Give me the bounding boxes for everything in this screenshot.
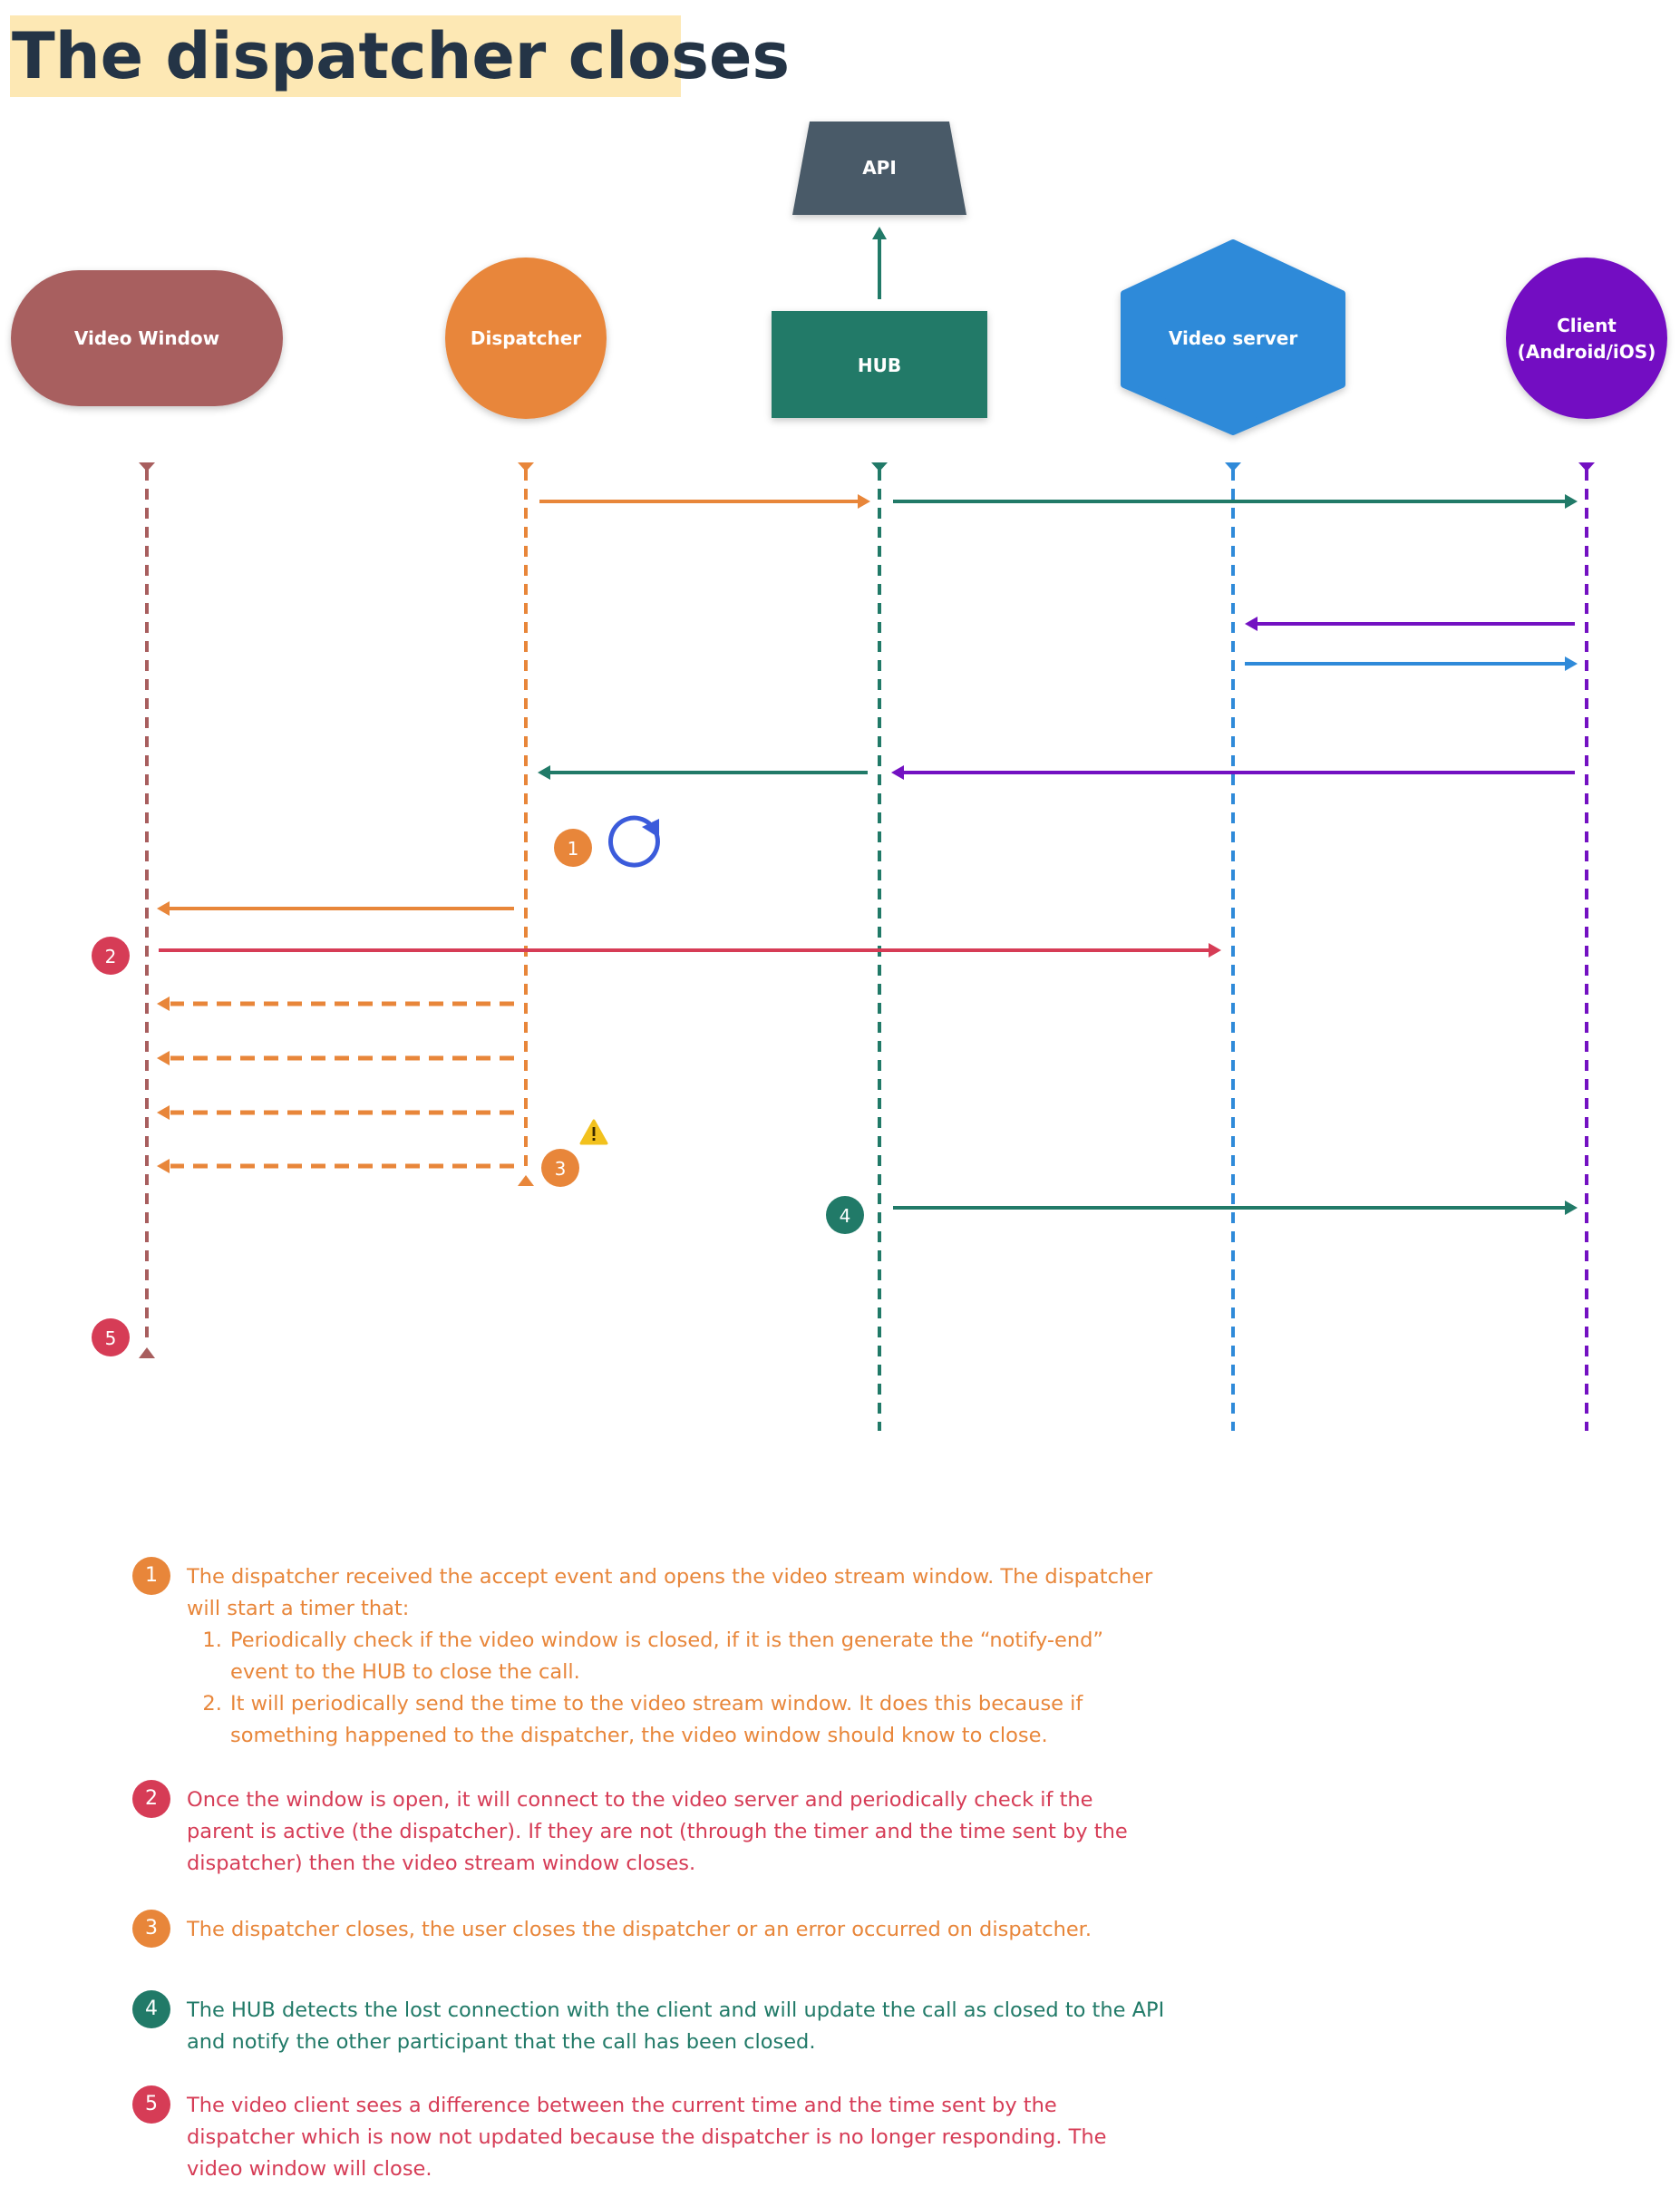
note-paragraph: The dispatcher received the accept event… [187, 1565, 1153, 1620]
video-window-label: Video Window [74, 327, 219, 349]
message-hub-to-dispatcher [538, 765, 868, 780]
refresh-icon [607, 815, 660, 868]
participant-dispatcher: Dispatcher [445, 258, 607, 419]
marker-1: 1 [554, 829, 592, 867]
marker-4: 4 [826, 1196, 864, 1234]
message-client-to-video-server [1245, 617, 1575, 631]
video-server-shape [1121, 239, 1345, 435]
client-label-line1: Client [1557, 315, 1617, 336]
note-badge: 2 [132, 1780, 170, 1818]
title-highlight: The dispatcher closes [10, 15, 790, 97]
hub-shape [772, 311, 987, 418]
note-badge: 1 [132, 1557, 170, 1595]
svg-text:2: 2 [105, 946, 117, 967]
client-shape [1506, 258, 1667, 419]
message-time-sync-1 [157, 996, 514, 1011]
lifeline-dispatcher [518, 462, 534, 1186]
svg-text:3: 3 [555, 1158, 567, 1180]
participant-hub: HUB [772, 311, 987, 418]
message-time-sync-4 [157, 1159, 514, 1173]
api-label: API [862, 157, 897, 179]
lifeline-video-window [139, 462, 155, 1358]
note-badge: 3 [132, 1910, 170, 1948]
note-text: The dispatcher closes, the user closes t… [187, 1918, 1092, 1941]
message-time-sync-2 [157, 1051, 514, 1065]
video-window-shape [11, 270, 283, 406]
svg-text:5: 5 [105, 1327, 117, 1349]
video-server-label: Video server [1169, 327, 1298, 349]
hub-to-api-arrow [872, 227, 887, 299]
svg-text:4: 4 [840, 1205, 851, 1227]
message-hub-to-client [893, 494, 1578, 509]
message-dispatcher-to-video-window [157, 901, 514, 916]
marker-3: 3 [541, 1149, 579, 1187]
message-video-server-to-client [1245, 656, 1578, 671]
note-badge: 4 [132, 1990, 170, 2028]
note-text: Once the window is open, it will connect… [187, 1788, 1128, 1875]
note-text: The dispatcher received the accept event… [187, 1561, 1166, 1752]
participant-api: API [792, 122, 966, 215]
note-list-item: Periodically check if the video window i… [228, 1625, 1166, 1688]
svg-text:1: 1 [568, 838, 579, 860]
note-list-item: It will periodically send the time to th… [228, 1688, 1166, 1752]
note-badge: 5 [132, 2085, 170, 2124]
participant-video-server: Video server [1121, 239, 1345, 435]
dispatcher-label: Dispatcher [471, 327, 581, 349]
message-video-window-to-video-server [159, 943, 1221, 958]
warning-icon [579, 1119, 608, 1145]
hub-label: HUB [858, 355, 901, 376]
message-hub-notify-client [893, 1201, 1578, 1215]
client-label-line2: (Android/iOS) [1518, 341, 1656, 363]
message-client-to-hub [891, 765, 1575, 780]
page-title: The dispatcher closes [12, 19, 791, 93]
lifeline-hub [871, 462, 888, 1431]
lifeline-video-server [1225, 462, 1241, 1431]
message-time-sync-3 [157, 1105, 514, 1120]
note-text: The video client sees a difference betwe… [187, 2094, 1107, 2181]
message-dispatcher-to-hub [539, 494, 870, 509]
dispatcher-shape [445, 258, 607, 419]
marker-2: 2 [92, 937, 130, 975]
api-shape [792, 122, 966, 215]
participant-video-window: Video Window [11, 270, 283, 406]
marker-5: 5 [92, 1318, 130, 1356]
lifeline-client [1578, 462, 1595, 1431]
note-list: Periodically check if the video window i… [187, 1625, 1166, 1752]
participant-client: Client (Android/iOS) [1506, 258, 1667, 419]
sequence-diagram: Video Window Dispatcher API HUB Video se… [11, 122, 1667, 1431]
note-text: The HUB detects the lost connection with… [187, 1998, 1165, 2054]
